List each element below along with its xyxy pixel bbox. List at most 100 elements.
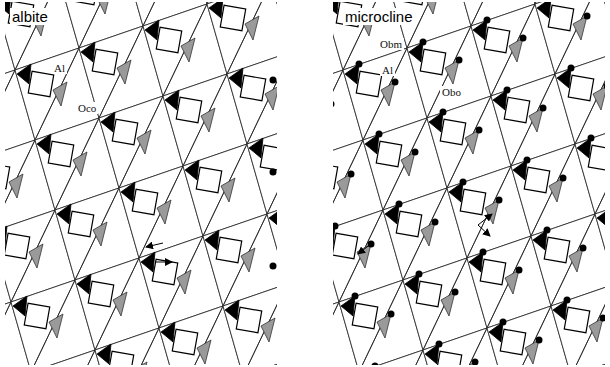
framework-triangle [139, 236, 203, 328]
framework-triangle [99, 96, 163, 188]
dark-tetrahedron [5, 226, 7, 246]
four-ring-square [196, 167, 221, 192]
dark-tetrahedron [365, 134, 379, 154]
four-ring-square [176, 97, 201, 122]
oxygen-dot [352, 293, 359, 300]
oxygen-dot [333, 101, 335, 108]
grey-tetrahedron [197, 340, 211, 364]
framework-triangle [575, 122, 605, 214]
grey-tetrahedron [465, 130, 479, 154]
grey-tetrahedron [425, 2, 439, 14]
dark-tetrahedron [557, 68, 571, 88]
dark-tetrahedron [409, 42, 423, 62]
dark-tetrahedron [17, 64, 31, 84]
framework-triangle [183, 144, 247, 236]
four-ring-square [420, 49, 445, 74]
dark-tetrahedron [121, 182, 135, 202]
grey-tetrahedron [117, 60, 131, 84]
oxygen-dot [348, 171, 355, 178]
four-ring-square [564, 307, 589, 332]
framework-triangle [31, 350, 95, 365]
grey-tetrahedron [529, 108, 543, 132]
dark-tetrahedron [473, 20, 487, 40]
four-ring-square [240, 75, 265, 100]
dark-tetrahedron [493, 90, 507, 110]
four-ring-square [400, 2, 425, 5]
grey-tetrahedron [177, 270, 191, 294]
framework-triangle [11, 280, 75, 365]
four-ring-square [484, 27, 509, 52]
framework-triangle [267, 192, 277, 284]
grey-tetrahedron [357, 244, 371, 268]
framework-triangle [203, 214, 267, 306]
grey-tetrahedron [445, 60, 459, 84]
dark-tetrahedron [553, 300, 567, 320]
oxygen-dot [484, 17, 491, 24]
shift-arrow [146, 243, 163, 247]
framework-triangle [511, 144, 575, 236]
framework-triangle [333, 302, 339, 365]
oxygen-dot [372, 363, 379, 366]
grey-tetrahedron [337, 174, 351, 198]
dark-tetrahedron [341, 296, 355, 316]
four-ring-square [548, 5, 573, 30]
grey-tetrahedron [53, 82, 67, 106]
dark-tetrahedron [269, 208, 277, 228]
oxygen-dot [524, 157, 531, 164]
dark-tetrahedron [469, 252, 483, 272]
grey-tetrahedron [589, 318, 603, 342]
oxygen-dot [270, 263, 277, 270]
framework-triangle [95, 328, 159, 365]
dark-tetrahedron [537, 2, 551, 18]
shift-arrow [358, 243, 372, 254]
four-ring-square [500, 329, 525, 354]
four-ring-square [28, 71, 53, 96]
oxygen-dot [396, 201, 403, 208]
framework-triangle [333, 210, 383, 302]
framework-triangle [531, 214, 595, 306]
oxygen-dot [436, 341, 443, 348]
framework-triangle [447, 166, 511, 258]
dark-tetrahedron [333, 2, 339, 14]
dark-tetrahedron [145, 20, 159, 40]
albite-structure [5, 2, 277, 365]
four-ring-square [68, 211, 93, 236]
shift-arrow [478, 225, 490, 236]
framework-triangle [491, 74, 555, 166]
oxygen-dot [472, 359, 479, 366]
four-ring-square [460, 189, 485, 214]
grey-tetrahedron [377, 314, 391, 338]
atom-label: Obm [378, 38, 404, 50]
grey-tetrahedron [593, 86, 605, 110]
four-ring-square [220, 5, 245, 30]
grey-tetrahedron [29, 244, 43, 268]
four-ring-square [333, 233, 358, 258]
framework-triangle [471, 4, 535, 96]
grey-tetrahedron [93, 222, 107, 246]
grey-tetrahedron [137, 130, 151, 154]
dark-tetrahedron [249, 138, 263, 158]
grey-tetrahedron [113, 292, 127, 316]
framework-triangle [163, 74, 227, 166]
framework-triangle [359, 350, 423, 365]
four-ring-square [5, 233, 30, 258]
grey-tetrahedron [157, 200, 171, 224]
four-ring-square [236, 307, 261, 332]
panel-title: albite [10, 8, 50, 25]
four-ring-square [504, 97, 529, 122]
four-ring-square [396, 211, 421, 236]
four-ring-square [260, 145, 277, 170]
framework-triangle [403, 258, 467, 350]
grey-tetrahedron [485, 200, 499, 224]
four-ring-square [72, 2, 97, 5]
four-ring-square [376, 141, 401, 166]
framework-triangle [591, 354, 605, 365]
four-ring-square [356, 71, 381, 96]
dark-tetrahedron [225, 300, 239, 320]
dark-tetrahedron [405, 274, 419, 294]
framework-triangle [223, 284, 277, 365]
framework-triangle [551, 284, 605, 365]
dark-tetrahedron [345, 64, 359, 84]
grey-tetrahedron [381, 82, 395, 106]
